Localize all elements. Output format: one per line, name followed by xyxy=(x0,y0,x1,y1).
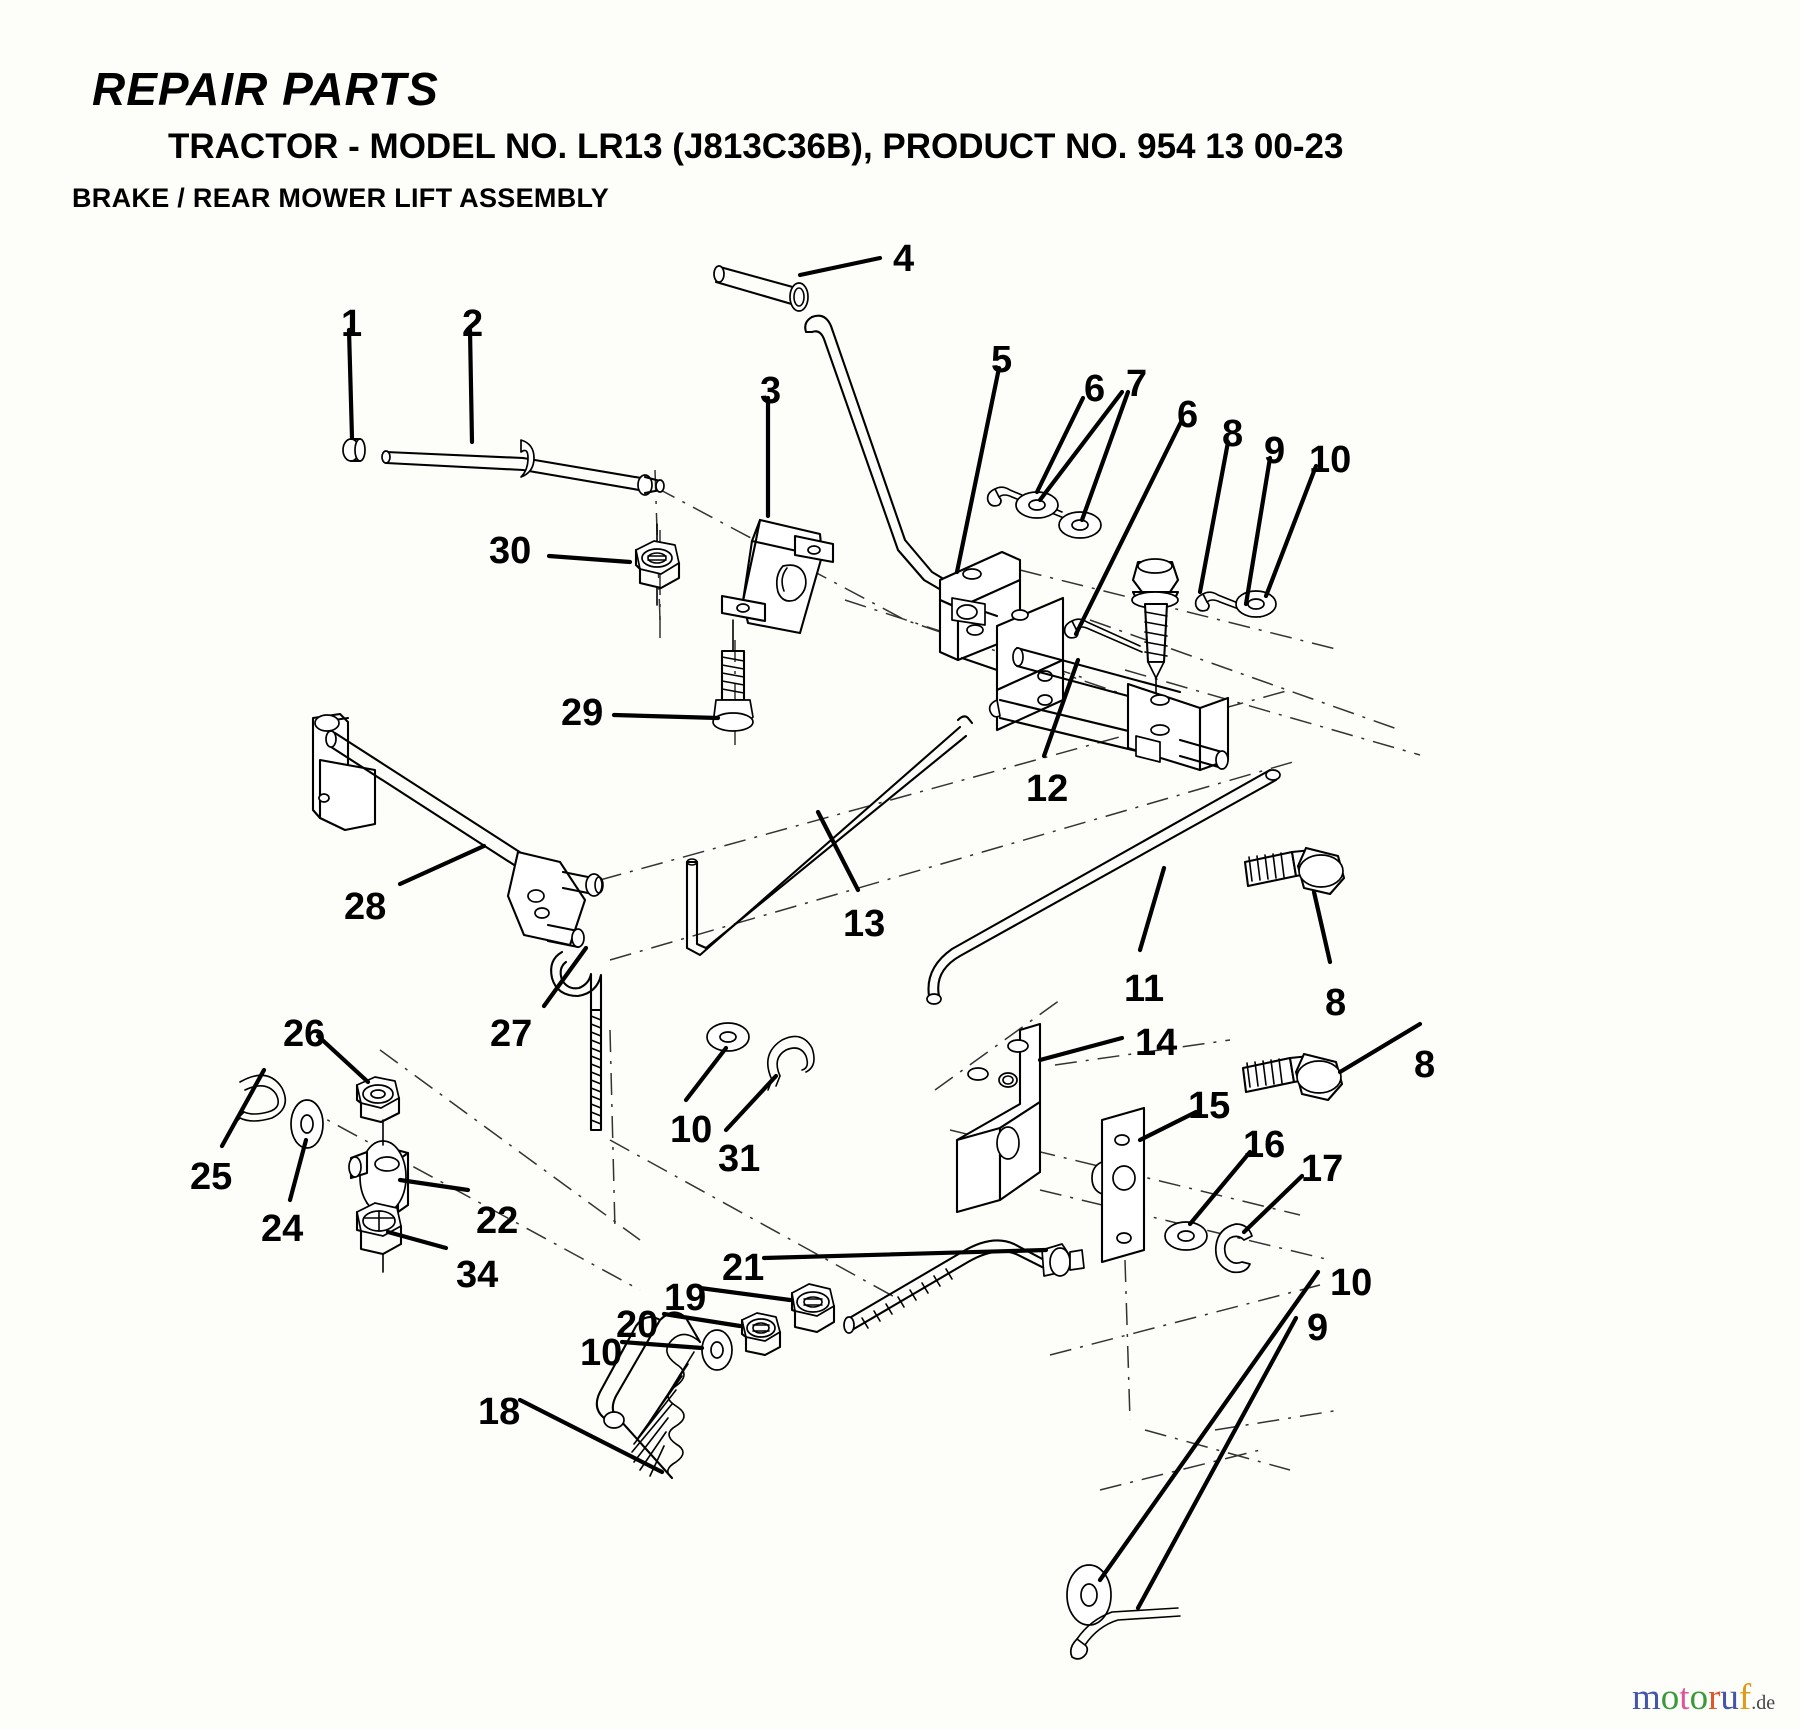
callout-10-spring[interactable]: 10 xyxy=(580,1332,623,1374)
callout-10-bottom[interactable]: 10 xyxy=(1330,1262,1373,1304)
part-hex-bolt-8-middle xyxy=(1243,846,1346,896)
callout-15[interactable]: 15 xyxy=(1188,1085,1231,1127)
callout-12[interactable]: 12 xyxy=(1026,768,1069,810)
part-hairpin-clip-25 xyxy=(233,1074,287,1125)
part-threaded-rod-21 xyxy=(843,1239,1085,1334)
logo-letter-m: m xyxy=(1632,1677,1661,1718)
callout-16[interactable]: 16 xyxy=(1243,1124,1286,1166)
logo-letter-r: r xyxy=(1708,1677,1721,1718)
part-bushing-1 xyxy=(342,437,366,463)
callout-30[interactable]: 30 xyxy=(489,530,532,572)
part-washer-10-spring xyxy=(701,1329,733,1371)
callout-20[interactable]: 20 xyxy=(616,1304,659,1346)
part-cotter-pin-9-upper xyxy=(1194,591,1261,618)
part-trunnion-22 xyxy=(348,1119,410,1214)
callout-6-lower[interactable]: 6 xyxy=(1177,394,1199,436)
part-washer-10-mid xyxy=(706,1022,750,1052)
callout-26[interactable]: 26 xyxy=(283,1013,326,1055)
callout-25[interactable]: 25 xyxy=(190,1156,233,1198)
callout-19[interactable]: 19 xyxy=(664,1277,707,1319)
page-title: REPAIR PARTS xyxy=(92,63,439,115)
callout-27[interactable]: 27 xyxy=(490,1013,533,1055)
callout-18[interactable]: 18 xyxy=(478,1391,521,1433)
callout-4[interactable]: 4 xyxy=(893,238,915,280)
callout-3[interactable]: 3 xyxy=(760,370,782,412)
part-link-15 xyxy=(1091,1106,1146,1264)
part-washer-16 xyxy=(1164,1221,1208,1251)
callout-9-upper[interactable]: 9 xyxy=(1264,430,1286,472)
part-capnut-34 xyxy=(355,1202,403,1273)
part-rod-13 xyxy=(685,715,974,957)
callout-14[interactable]: 14 xyxy=(1135,1022,1178,1064)
callout-13[interactable]: 13 xyxy=(843,903,886,945)
part-hex-bolt-8-lower xyxy=(1241,1052,1344,1102)
callout-1[interactable]: 1 xyxy=(341,303,363,345)
part-hex-bolt-8-upper xyxy=(1131,558,1180,701)
logo-letter-o1: o xyxy=(1660,1677,1680,1718)
callout-8-middle[interactable]: 8 xyxy=(1325,982,1347,1024)
part-cotter-pin-6-lower xyxy=(1063,618,1143,653)
callout-10-upper[interactable]: 10 xyxy=(1309,439,1352,481)
callout-17[interactable]: 17 xyxy=(1301,1148,1344,1190)
part-eclip-17 xyxy=(1214,1223,1253,1274)
logo-letter-t: t xyxy=(1679,1677,1690,1718)
part-locknut-26 xyxy=(355,1076,401,1124)
logo-letter-o2: o xyxy=(1689,1677,1709,1718)
part-linkage-12 xyxy=(951,596,1230,772)
part-jbolt-27 xyxy=(550,950,603,1132)
leader-lines xyxy=(219,255,1423,1611)
part-lift-bracket-5 xyxy=(938,550,1022,662)
part-brake-rod-4 xyxy=(713,265,954,596)
part-washer-7-b xyxy=(1058,511,1102,539)
callout-2[interactable]: 2 xyxy=(462,303,484,345)
part-shoulder-bolt-29 xyxy=(712,619,754,732)
part-washer-7-a xyxy=(1015,491,1059,519)
part-bracket-14 xyxy=(955,1022,1042,1214)
logo-letter-u: u xyxy=(1720,1677,1739,1718)
callout-22[interactable]: 22 xyxy=(476,1200,519,1242)
model-line: TRACTOR - MODEL NO. LR13 (J813C36B), PRO… xyxy=(168,127,1344,166)
callout-11[interactable]: 11 xyxy=(1124,968,1165,1010)
callout-29[interactable]: 29 xyxy=(561,692,604,734)
callout-10-mid[interactable]: 10 xyxy=(670,1109,713,1151)
part-washer-24 xyxy=(290,1099,324,1149)
callout-8-lower[interactable]: 8 xyxy=(1414,1044,1436,1086)
callout-28[interactable]: 28 xyxy=(344,886,387,928)
assembly-subtitle: BRAKE / REAR MOWER LIFT ASSEMBLY xyxy=(72,183,610,213)
part-hexnut-20 xyxy=(740,1312,782,1357)
motoruf-logo[interactable]: motoruf.de xyxy=(1632,1676,1775,1719)
callout-7[interactable]: 7 xyxy=(1126,363,1148,405)
part-bracket-3 xyxy=(720,518,835,635)
part-washer-10-bottom xyxy=(1066,1564,1112,1626)
part-cotter-pin-6-upper xyxy=(986,486,1065,519)
part-cotter-pin-9-bottom xyxy=(1069,1607,1181,1660)
part-hexnut-19 xyxy=(790,1283,836,1334)
part-rod-2 xyxy=(381,439,665,496)
part-washer-10-upper xyxy=(1235,590,1277,618)
part-rod-11 xyxy=(926,768,1281,1005)
callout-21[interactable]: 21 xyxy=(722,1247,765,1289)
logo-suffix: .de xyxy=(1751,1692,1776,1714)
logo-letter-f: f xyxy=(1738,1677,1752,1718)
callout-34[interactable]: 34 xyxy=(456,1254,499,1296)
assembly-axis-lines xyxy=(299,469,1421,1491)
callout-6-upper[interactable]: 6 xyxy=(1084,368,1106,410)
callout-24[interactable]: 24 xyxy=(261,1208,304,1250)
callout-5[interactable]: 5 xyxy=(991,339,1013,381)
callout-9-bottom[interactable]: 9 xyxy=(1307,1307,1329,1349)
part-hairpin-clip-31 xyxy=(766,1035,815,1091)
callout-31[interactable]: 31 xyxy=(718,1138,761,1180)
callout-8-upper[interactable]: 8 xyxy=(1222,413,1244,455)
part-locknut-30 xyxy=(634,523,681,606)
